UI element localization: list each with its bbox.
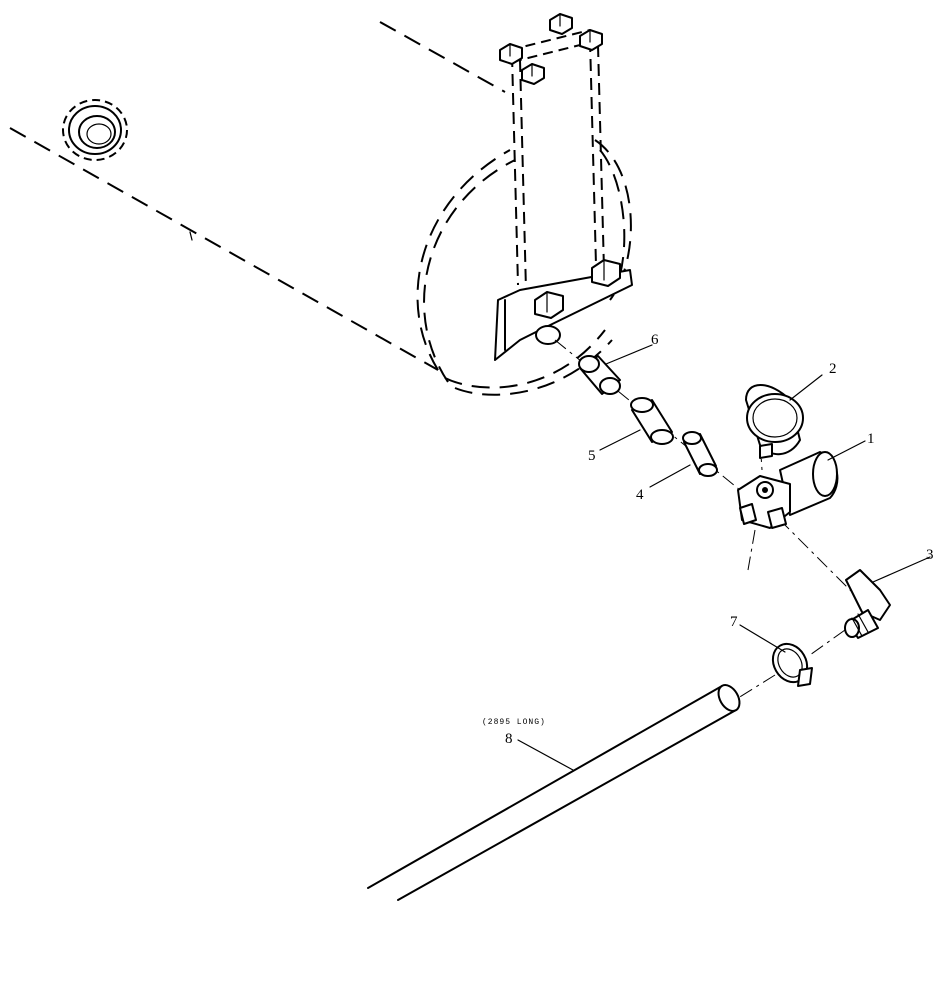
part-6-adapter [578,355,621,395]
callout-7: 7 [730,614,738,630]
part-3-elbow-fitting [844,569,891,639]
callout-2: 2 [829,361,837,377]
callout-5: 5 [588,448,596,464]
callout-3: 3 [926,547,934,563]
part-4-nipple [682,431,718,477]
callout-4: 4 [636,487,644,503]
part-8-hose [367,684,741,901]
tank-cap [62,99,128,161]
mounting-strap [509,29,605,291]
hose-length-note: (2895 LONG) [482,718,546,727]
callout-6: 6 [651,332,659,348]
part-5-bushing [630,397,674,445]
strap-top-bolts [499,13,603,85]
callout-8: 8 [505,731,513,747]
callout-labels: 1 2 3 4 5 6 7 8 (2895 LONG) [482,332,934,747]
part-2-pressure-gauge [745,384,804,459]
part-1-valve-body [737,451,839,529]
callout-1: 1 [867,431,875,447]
leader-lines [517,344,931,771]
strap-bottom-bracket [494,259,633,361]
